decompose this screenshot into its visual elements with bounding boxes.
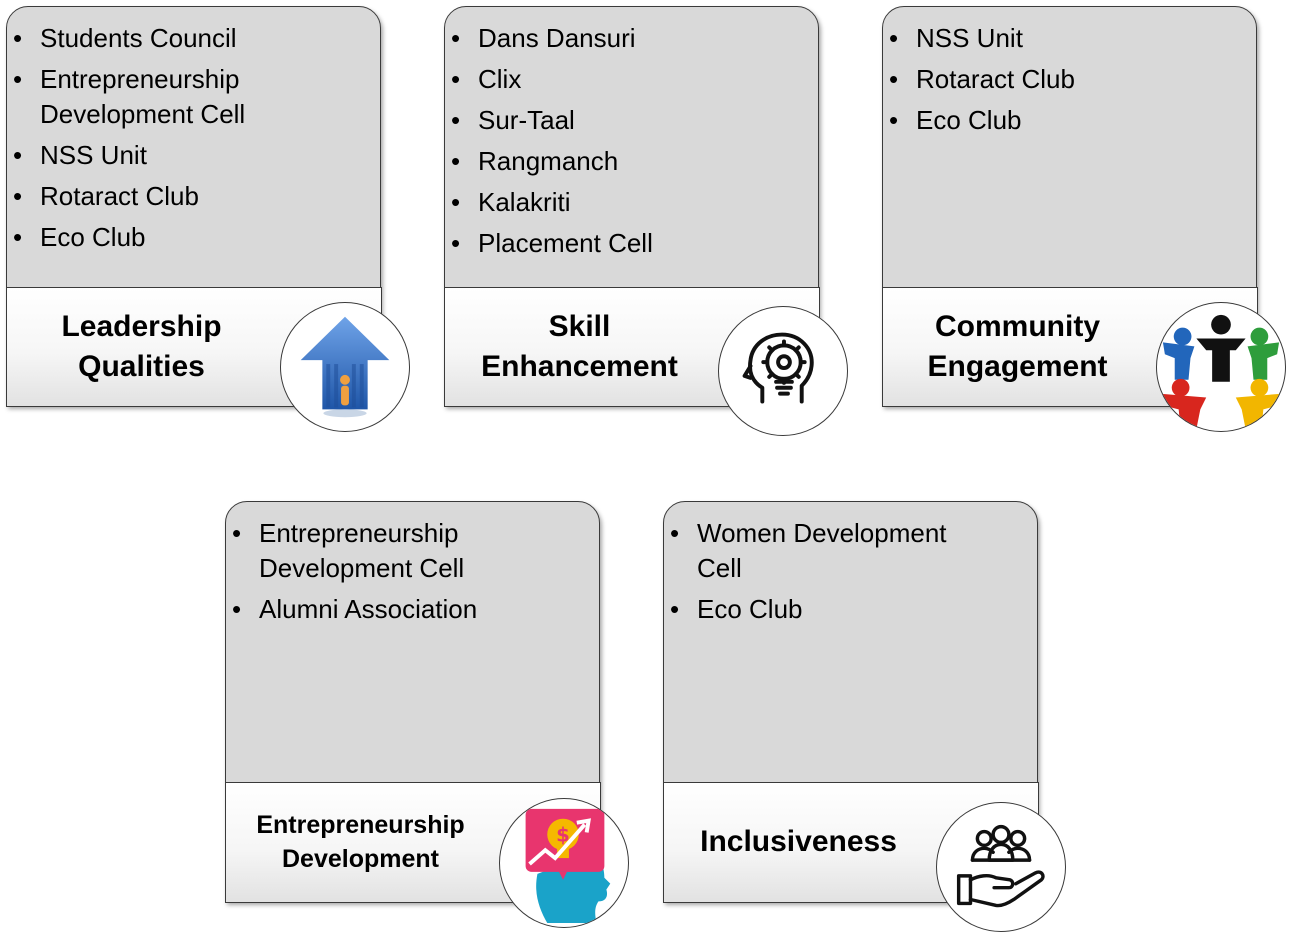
card-entrepreneurship: Entrepreneurship Development Cell Alumni… — [224, 501, 601, 903]
list-item: Eco Club — [883, 103, 1246, 138]
skill-list: Dans Dansuri Clix Sur-Taal Rangmanch Kal… — [445, 7, 818, 261]
idea-money-icon: $ — [499, 798, 629, 928]
card-title: Entrepreneurship Development — [256, 811, 465, 873]
people-circle-icon — [1156, 302, 1286, 432]
list-item: Sur-Taal — [445, 103, 808, 138]
list-item: NSS Unit — [7, 138, 370, 173]
community-list: NSS Unit Rotaract Club Eco Club — [883, 7, 1256, 138]
list-item: Rotaract Club — [7, 179, 370, 214]
list-item: Entrepreneurship Development Cell — [226, 516, 509, 586]
list-item: Eco Club — [7, 220, 370, 255]
list-item: NSS Unit — [883, 21, 1246, 56]
list-item: Clix — [445, 62, 808, 97]
list-item: Rangmanch — [445, 144, 808, 179]
list-item: Entrepreneurship Development Cell — [7, 62, 290, 132]
card-title: Skill Enhancement — [481, 309, 678, 383]
head-gear-bulb-icon — [718, 306, 848, 436]
leadership-list: Students Council Entrepreneurship Develo… — [7, 7, 380, 255]
card-title: Inclusiveness — [700, 825, 897, 858]
list-item: Alumni Association — [226, 592, 589, 627]
svg-text:$: $ — [556, 823, 570, 846]
list-item: Placement Cell — [445, 226, 808, 261]
entrepreneurship-list: Entrepreneurship Development Cell Alumni… — [226, 502, 599, 627]
card-title: Leadership Qualities — [61, 309, 222, 383]
card-title: Community Engagement — [927, 309, 1108, 383]
list-item: Dans Dansuri — [445, 21, 808, 56]
list-item: Women Development Cell — [664, 516, 997, 586]
list-item: Kalakriti — [445, 185, 808, 220]
list-item: Rotaract Club — [883, 62, 1246, 97]
crowd-arrow-icon — [280, 302, 410, 432]
hand-people-icon — [936, 802, 1066, 932]
list-item: Eco Club — [664, 592, 1027, 627]
inclusiveness-list: Women Development Cell Eco Club — [664, 502, 1037, 627]
list-item: Students Council — [7, 21, 370, 56]
